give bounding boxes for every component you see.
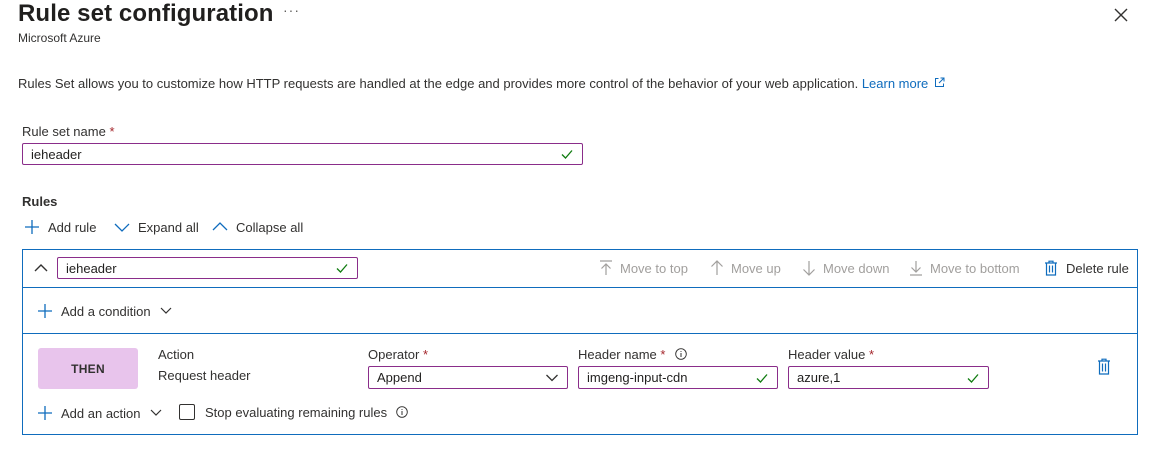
chevron-down-icon [150,409,161,416]
description-text: Rules Set allows you to customize how HT… [18,76,859,91]
chevron-down-icon [546,374,558,381]
plus-icon [25,220,39,234]
collapse-all-button[interactable]: Collapse all [212,219,303,235]
chevron-up-icon [212,222,228,231]
header-name-input[interactable]: imgeng-input-cdn [578,366,778,389]
external-link-icon [934,77,945,87]
rule-set-name-input[interactable]: ieheader [22,143,583,165]
arrow-to-top-icon [600,260,612,275]
arrow-up-icon [711,260,723,275]
stop-evaluating-option: Stop evaluating remaining rules [179,404,408,420]
action-label: Action [158,347,195,362]
header-value-label: Header value * [788,347,875,362]
page-subtitle: Microsoft Azure [18,31,101,45]
header-value-input[interactable]: azure,1 [788,366,989,389]
chevron-up-icon[interactable] [33,261,49,275]
chevron-down-icon [160,307,172,314]
add-rule-button[interactable]: Add rule [24,219,96,235]
arrow-to-bottom-icon [910,261,922,276]
stop-evaluating-checkbox[interactable] [179,404,195,420]
move-up-button[interactable]: Move up [710,260,781,276]
learn-more-link[interactable]: Learn more [862,76,945,91]
info-icon[interactable] [396,406,408,418]
arrow-down-icon [803,261,815,276]
info-icon[interactable] [675,348,687,360]
plus-icon [38,304,52,318]
trash-icon [1045,260,1057,276]
expand-all-button[interactable]: Expand all [114,219,199,235]
close-icon[interactable] [1112,6,1130,24]
add-action-button[interactable]: Add an action [37,405,163,421]
move-to-top-button[interactable]: Move to top [599,260,688,276]
delete-rule-button[interactable]: Delete rule [1044,260,1129,276]
description: Rules Set allows you to customize how HT… [18,76,945,91]
chevron-down-icon [114,223,130,232]
more-options-button[interactable]: ··· [283,2,300,18]
operator-select[interactable]: Append [368,366,568,389]
rule-set-name-label: Rule set name * [22,124,115,139]
action-value: Request header [158,368,251,383]
rule-card: ieheader Move to top Move up Move down M… [22,249,1138,435]
move-down-button[interactable]: Move down [802,260,889,276]
move-to-bottom-button[interactable]: Move to bottom [909,260,1020,276]
header-name-label: Header name * [578,347,687,362]
add-condition-button[interactable]: Add a condition [37,303,173,319]
check-icon [967,373,979,383]
rules-heading: Rules [22,194,58,209]
trash-icon[interactable] [1097,358,1111,375]
operator-label: Operator * [368,347,428,362]
stop-evaluating-label: Stop evaluating remaining rules [205,404,388,420]
check-icon [561,150,573,159]
then-badge: THEN [38,348,138,389]
check-icon [336,264,348,273]
plus-icon [38,406,52,420]
check-icon [756,373,768,383]
rule-name-input[interactable]: ieheader [57,257,358,279]
page-title: Rule set configuration [18,0,274,27]
